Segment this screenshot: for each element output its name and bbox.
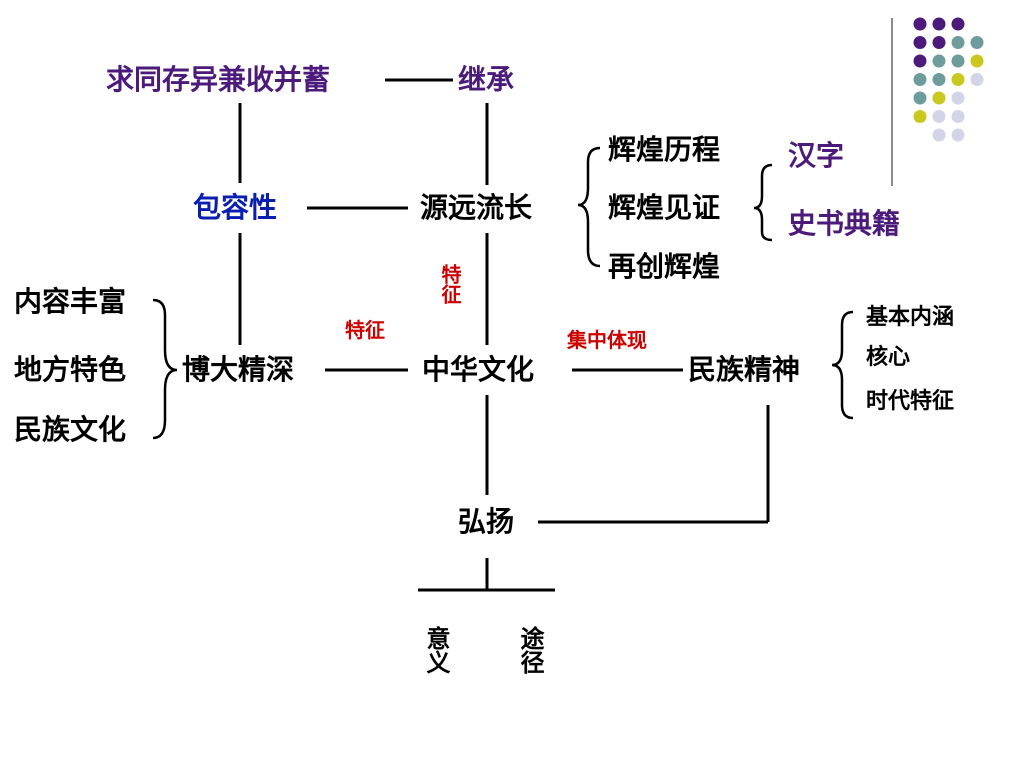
brace-history-items xyxy=(577,146,601,268)
decor-dot xyxy=(913,54,927,68)
decor-dot xyxy=(951,91,965,105)
label-concentrated-embodiment: 集中体现 xyxy=(567,328,647,352)
decor-dot xyxy=(913,110,927,123)
label-feature-vertical: 特征 xyxy=(438,264,462,304)
decor-dot xyxy=(932,91,946,105)
history-item-1: 辉煌历程 xyxy=(608,133,721,166)
node-long-history: 源远流长 xyxy=(420,191,533,224)
decor-dot xyxy=(932,128,946,142)
decor-dot xyxy=(970,54,984,68)
decor-dot xyxy=(951,17,965,31)
node-inherit: 继承 xyxy=(458,63,515,96)
decor-dot xyxy=(951,128,965,142)
decor-dot xyxy=(970,36,984,49)
decor-dot xyxy=(951,73,965,86)
node-promote: 弘扬 xyxy=(458,505,515,538)
node-meaning: 意义 xyxy=(422,626,451,674)
decor-dot xyxy=(932,73,946,86)
history-item-3: 再创辉煌 xyxy=(608,250,721,283)
witness-item-1: 汉字 xyxy=(788,139,845,172)
decor-dot xyxy=(913,91,927,105)
brace-spirit-items xyxy=(831,310,854,420)
spirit-item-1: 基本内涵 xyxy=(866,304,955,330)
left-item-3: 民族文化 xyxy=(14,413,127,446)
history-item-2: 辉煌见证 xyxy=(608,191,721,224)
node-seek-common-ground: 求同存异兼收并蓄 xyxy=(106,63,331,96)
decor-dot xyxy=(932,110,946,123)
decor-dot xyxy=(932,17,946,31)
decor-dot xyxy=(932,36,946,49)
decor-dot xyxy=(913,36,927,49)
spirit-item-2: 核心 xyxy=(866,344,911,370)
node-approach: 途径 xyxy=(516,626,545,674)
brace-left-items xyxy=(152,298,178,440)
spirit-item-3: 时代特征 xyxy=(866,388,955,414)
label-feature-horizontal: 特征 xyxy=(345,318,385,342)
node-inclusiveness: 包容性 xyxy=(193,191,278,224)
node-chinese-culture: 中华文化 xyxy=(422,353,535,386)
decor-dot xyxy=(951,110,965,123)
decor-dot xyxy=(913,73,927,86)
decor-dot xyxy=(932,54,946,68)
node-broad-profound: 博大精深 xyxy=(182,353,295,386)
decor-dot xyxy=(913,17,927,31)
decor-dot xyxy=(951,54,965,68)
node-national-spirit: 民族精神 xyxy=(688,353,801,386)
decor-dot xyxy=(951,36,965,49)
brace-witness-items xyxy=(753,163,773,242)
witness-item-2: 史书典籍 xyxy=(788,207,901,240)
left-item-2: 地方特色 xyxy=(14,353,127,386)
decor-dot xyxy=(970,73,984,86)
left-item-1: 内容丰富 xyxy=(14,285,127,318)
